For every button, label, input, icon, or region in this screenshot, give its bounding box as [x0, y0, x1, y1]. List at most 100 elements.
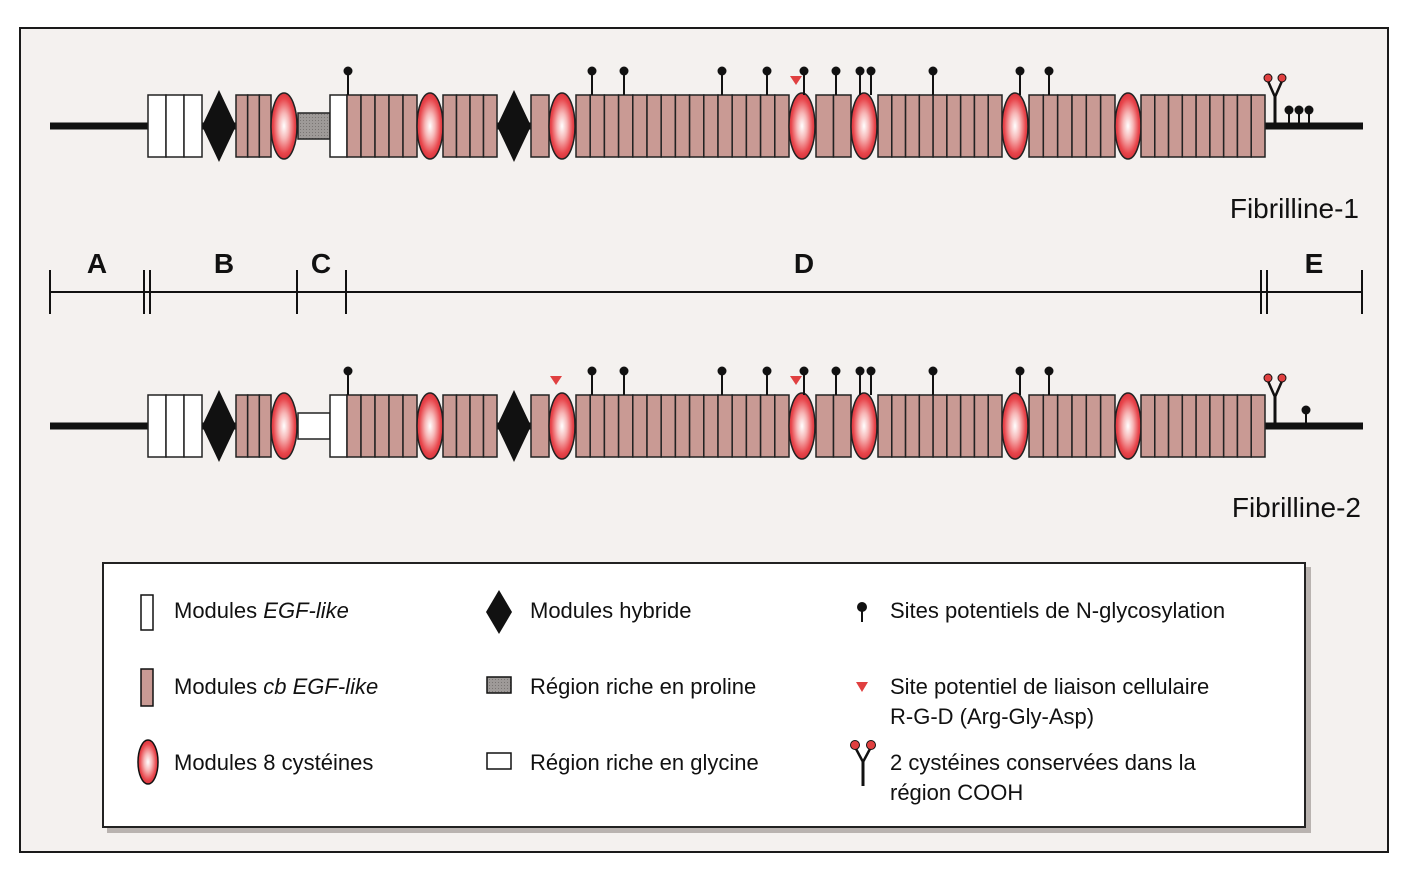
- eight-cysteine-module: [1001, 92, 1029, 160]
- cb-egf-like-module: [745, 94, 762, 158]
- cb-egf-like-module: [1099, 394, 1116, 458]
- cb-egf-like-module: [1236, 94, 1252, 158]
- cb-egf-like-module: [455, 94, 471, 158]
- cb-egf-like-module: [891, 394, 907, 458]
- cb-egf-like-module: [632, 394, 648, 458]
- conserved-cysteine: [1263, 373, 1273, 383]
- cb-egf-like-module: [1222, 94, 1239, 158]
- cb-egf-like-module: [774, 394, 790, 458]
- region-label-d: D: [794, 248, 814, 279]
- cb-egf-like-module: [1167, 394, 1184, 458]
- cb-egf-like-module: [904, 394, 921, 458]
- fibrillin-2-diagram: [50, 366, 1363, 462]
- cb-egf-like-module: [1056, 394, 1073, 458]
- fibrillin-2-label: Fibrilline-2: [1232, 492, 1361, 523]
- cb-egf-like-module: [688, 94, 705, 158]
- cb-egf-like-module: [973, 94, 989, 158]
- rgd-site: [790, 76, 802, 85]
- legend-n-glycosylation: Sites potentiels de N-glycosylation: [890, 598, 1226, 623]
- n-glycosylation-site: [619, 366, 629, 376]
- cb-egf-like-module: [603, 94, 620, 158]
- conserved-cysteine: [1277, 73, 1287, 83]
- conserved-cysteine: [1277, 373, 1287, 383]
- cb-egf-like-module: [877, 394, 893, 458]
- conserved-cysteine: [1263, 73, 1273, 83]
- n-glycosylation-site: [1044, 66, 1054, 76]
- hybrid-module: [497, 390, 531, 462]
- cb-egf-like-module: [1181, 394, 1197, 458]
- n-glycosylation-site: [928, 66, 938, 76]
- region-label-c: C: [311, 248, 331, 279]
- n-glycosylation-site: [866, 366, 876, 376]
- cb-egf-like-module: [575, 394, 591, 458]
- fibrillin-1-label: Fibrilline-1: [1230, 193, 1359, 224]
- cb-egf-like-module: [617, 394, 634, 458]
- n-glycosylation-site: [1294, 105, 1304, 115]
- egf-like-module: [165, 394, 185, 458]
- cb-egf-like-module: [374, 394, 390, 458]
- n-glycosylation-site: [1301, 405, 1311, 415]
- cb-egf-like-module: [759, 94, 776, 158]
- eight-cysteine-module: [548, 392, 576, 460]
- n-glycosylation-site: [1304, 105, 1314, 115]
- cb-egf-like-module: [1167, 94, 1184, 158]
- hybrid-module: [202, 390, 236, 462]
- cb-egf-like-module: [987, 94, 1003, 158]
- egf-like-module: [329, 394, 348, 458]
- legend-egf-like: Modules EGF-like: [174, 598, 349, 623]
- rgd-site: [550, 376, 562, 385]
- eight-cysteine-module-icon: [137, 739, 159, 785]
- cb-egf-like-module: [374, 94, 390, 158]
- cb-egf-like-module-icon: [140, 668, 154, 707]
- cb-egf-like-module: [1209, 94, 1225, 158]
- cb-egf-like-module: [646, 94, 662, 158]
- cb-egf-like-module: [660, 94, 677, 158]
- cb-egf-like-module: [891, 94, 907, 158]
- egf-like-module: [165, 94, 185, 158]
- eight-cysteine-module: [270, 92, 298, 160]
- egf-like-module: [329, 94, 348, 158]
- rgd-site: [790, 376, 802, 385]
- cb-egf-like-module: [469, 394, 485, 458]
- cb-egf-like-module: [832, 94, 852, 158]
- cb-egf-like-module: [346, 394, 362, 458]
- cb-egf-like-module: [832, 394, 852, 458]
- region-ruler: [49, 270, 1363, 314]
- legend-rgd-line2: R-G-D (Arg-Gly-Asp): [890, 704, 1095, 729]
- legend: Modules EGF-like Modules cb EGF-like Mod…: [102, 562, 1306, 828]
- cb-egf-like-module: [388, 394, 404, 458]
- n-glycosylation-site: [855, 366, 865, 376]
- cb-egf-like-module: [1140, 394, 1156, 458]
- cb-egf-like-module: [1154, 94, 1170, 158]
- proline-region-icon: [486, 676, 512, 694]
- cb-egf-like-module: [1071, 394, 1088, 458]
- cb-egf-like-module: [703, 394, 719, 458]
- cb-egf-like-module: [717, 94, 733, 158]
- egf-like-module: [183, 394, 203, 458]
- n-glycosylation-site: [1015, 66, 1025, 76]
- cb-egf-like-module: [918, 94, 934, 158]
- legend-cysteines-line1: 2 cystéines conservées dans la: [890, 750, 1196, 775]
- eight-cysteine-module: [270, 392, 298, 460]
- cb-egf-like-module: [246, 394, 261, 458]
- cb-egf-like-module: [246, 94, 261, 158]
- legend-cysteines-line2: région COOH: [890, 780, 1024, 805]
- cb-egf-like-module: [402, 94, 418, 158]
- n-glycosylation-site: [717, 366, 727, 376]
- cb-egf-like-module: [455, 394, 471, 458]
- legend-glycine: Région riche en glycine: [530, 750, 759, 775]
- cb-egf-like-module: [482, 94, 498, 158]
- cb-egf-like-module: [1099, 94, 1116, 158]
- cb-egf-like-module: [973, 394, 989, 458]
- cb-egf-like-module: [759, 394, 776, 458]
- hybrid-module-icon: [486, 590, 512, 634]
- cb-egf-like-module: [617, 94, 634, 158]
- cb-egf-like-module: [815, 94, 835, 158]
- cb-egf-like-module: [946, 394, 962, 458]
- cb-egf-like-module: [717, 394, 733, 458]
- n-glycosylation-site: [831, 366, 841, 376]
- cb-egf-like-module: [1250, 94, 1266, 158]
- eight-cysteine-module: [416, 392, 444, 460]
- hybrid-module: [202, 90, 236, 162]
